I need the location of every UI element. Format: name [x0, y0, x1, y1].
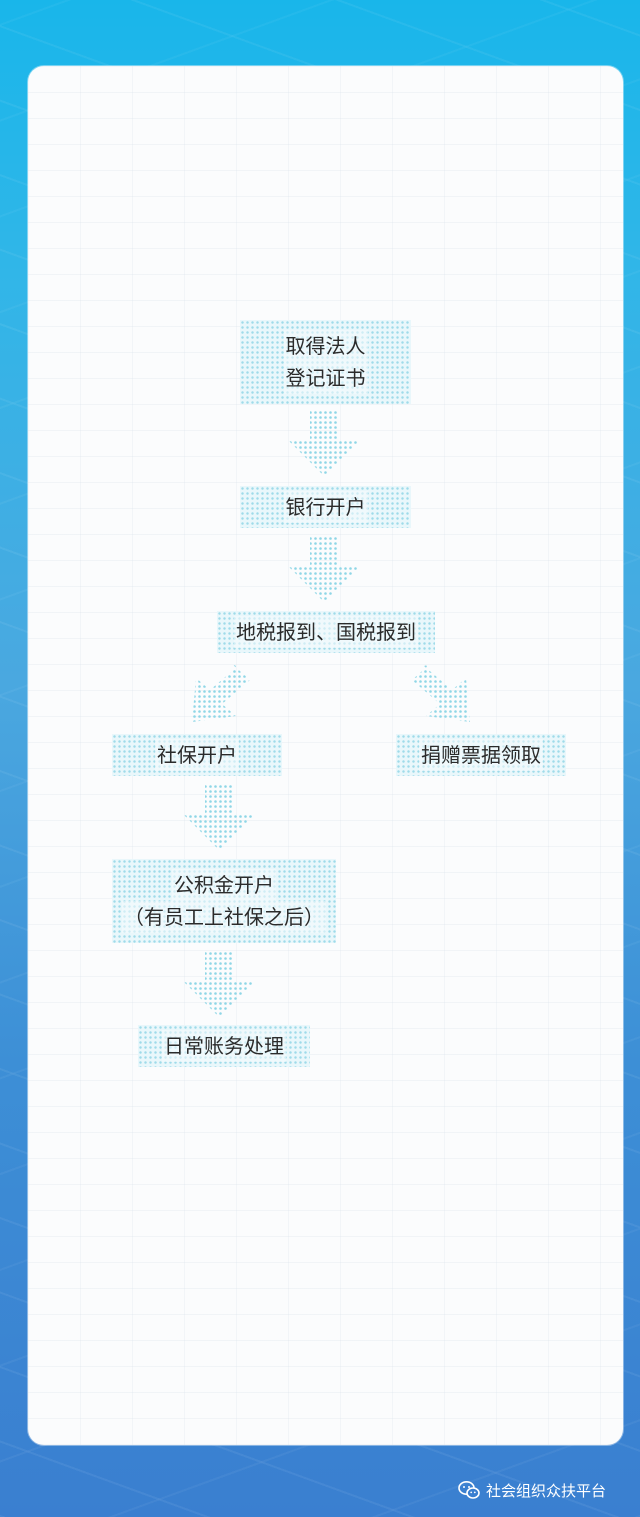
step-bank-account-opening: 银行开户 — [240, 486, 411, 528]
step-label-line2: 登记证书 — [283, 362, 368, 394]
step-label-line2: （有员工上社保之后） — [122, 901, 326, 933]
arrow-down-icon — [183, 951, 255, 1017]
arrow-down-left-icon — [190, 664, 252, 722]
wechat-icon — [458, 1481, 480, 1499]
step-tax-registration: 地税报到、国税报到 — [217, 611, 435, 653]
step-label: 社保开户 — [155, 739, 239, 771]
step-housing-fund-account: 公积金开户 （有员工上社保之后） — [112, 859, 336, 943]
step-label-line1: 取得法人 — [283, 330, 368, 362]
account-name: 社会组织众扶平台 — [486, 1481, 607, 1500]
step-label: 日常账务处理 — [162, 1030, 286, 1062]
step-donation-receipt-collection: 捐赠票据领取 — [396, 734, 566, 776]
step-label: 地税报到、国税报到 — [234, 616, 418, 648]
step-label: 捐赠票据领取 — [419, 739, 543, 771]
step-label: 银行开户 — [283, 491, 368, 523]
step-daily-accounting: 日常账务处理 — [138, 1025, 310, 1067]
arrow-down-icon — [288, 536, 360, 602]
account-watermark: 社会组织众扶平台 — [458, 1478, 606, 1502]
step-obtain-legal-person-certificate: 取得法人 登记证书 — [240, 320, 411, 404]
step-social-insurance-account: 社保开户 — [112, 734, 282, 776]
step-label-line1: 公积金开户 — [172, 869, 276, 901]
arrow-down-icon — [288, 410, 360, 476]
arrow-down-icon — [183, 784, 255, 850]
arrow-down-right-icon — [408, 664, 470, 722]
flowchart-card: 取得法人 登记证书 银行开户 地税报到、国税报到 — [28, 66, 623, 1445]
